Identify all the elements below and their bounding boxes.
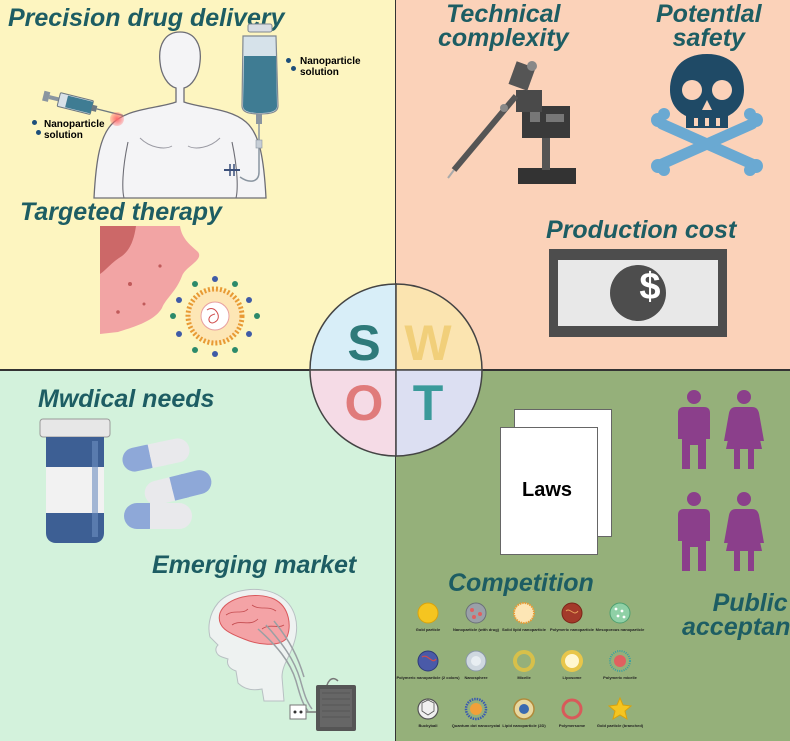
weaknesses-quadrant: Technical complexity Potentlal safety [396,0,790,369]
nanoparticle-dot [286,58,291,63]
targeted-nanoparticle-icon [170,276,260,357]
swot-t-segment [395,369,483,457]
potential-safety-title: Potentlal safety [656,0,762,52]
medical-needs-title: Mwdical needs [38,385,215,413]
np-label: Buckyball [419,723,438,728]
np-label: Quantum dot nanocrystal [452,723,500,728]
nanoparticle-dot [36,130,41,135]
np-label: Lipid nanoparticle (2D) [502,723,546,728]
laws-label: Laws [522,479,573,501]
np-buckyball: Buckyball [417,698,439,728]
np-micelle: Micelle [513,650,535,680]
np-polymeric-2color: Polymeric nanoparticle (2 colors) [396,650,460,680]
np-label: Gold particle (branched) [597,723,644,728]
capsules-icon [122,438,212,529]
nanoparticle-dot [291,66,296,71]
np-label: Polymeric nanoparticle [550,627,595,632]
np-label: Nanosphere [464,675,488,680]
swot-s-segment [309,283,397,371]
opportunities-quadrant: Mwdical needs Emerging market [0,371,395,741]
np-label: Solid lipid nanoparticle [502,627,547,632]
emerging-market-title: Emerging market [152,551,357,579]
brain-interface-illustration [208,589,356,731]
nanoparticle-dot [32,120,37,125]
swot-letter-w: W [404,315,452,371]
np-label: Nanoparticle (with drug) [453,627,500,632]
document-front [500,427,598,555]
pill-bottle-icon [39,418,111,543]
np-polymersome: Polymersome [559,698,586,728]
swot-letter-t: T [413,375,444,431]
np-label: Mesoporous nanoparticle [596,627,645,632]
human-body-illustration [93,31,267,199]
np-mesoporous: Mesoporous nanoparticle [596,602,645,632]
np-label: Micelle [517,675,531,680]
syringe-icon [42,90,123,117]
nanoparticle-label-syringe: Nanoparticle solution [44,119,105,141]
production-cost-title: Production cost [546,216,737,244]
strengths-quadrant: Precision drug delivery Nanoparticle sol… [0,0,395,369]
iv-catheter-icon [224,164,240,176]
np-gold-particle: Gold particle [416,602,441,632]
targeted-therapy-title: Targeted therapy [20,198,222,226]
nanoparticle-types-grid: Gold particle Nanoparticle (with drug) S… [396,602,645,728]
technical-complexity-title: Technical complexity [438,0,569,52]
dollar-sign: $ [639,266,661,308]
tumor-tissue-illustration [100,226,200,334]
np-liposome: Liposome [561,650,583,680]
np-solid-lipid: Solid lipid nanoparticle [502,602,547,632]
iv-bag-icon [239,23,279,182]
np-quantum-dot: Quantum dot nanocrystal [452,697,500,728]
np-polymeric-micelle: Polymeric micelle [603,650,638,680]
np-label: Liposome [563,675,583,680]
np-label: Polymeric micelle [603,675,638,680]
micromanipulator-icon [447,61,576,184]
skull-crossbones-icon [651,54,763,176]
threats-quadrant: Laws Competition Public acceptance Gold … [396,371,790,741]
np-drug-nanoparticle: Nanoparticle (with drug) [453,602,500,632]
swot-letter-s: S [347,315,380,371]
people-icons [678,390,764,571]
competition-title: Competition [448,569,594,597]
swot-center-circle: S W O T [309,283,483,457]
np-gold-branched: Gold particle (branched) [597,696,644,728]
nanoparticle-label-iv: Nanoparticle solution [300,56,361,78]
np-lipid-2d: Lipid nanoparticle (2D) [502,698,546,728]
swot-letter-o: O [345,375,384,431]
drug-delivery-title: Precision drug delivery [8,4,285,32]
injection-site-glow [110,112,124,126]
banknote-icon [549,249,727,337]
public-acceptance-title: Public acceptance [682,589,790,641]
np-polymeric: Polymeric nanoparticle [550,602,595,632]
np-label: Polymeric nanoparticle (2 colors) [396,675,460,680]
np-nanosphere: Nanosphere [464,650,488,680]
swot-w-segment [395,283,483,371]
np-label: Polymersome [559,723,586,728]
swot-o-segment [309,369,397,457]
np-label: Gold particle [416,627,441,632]
